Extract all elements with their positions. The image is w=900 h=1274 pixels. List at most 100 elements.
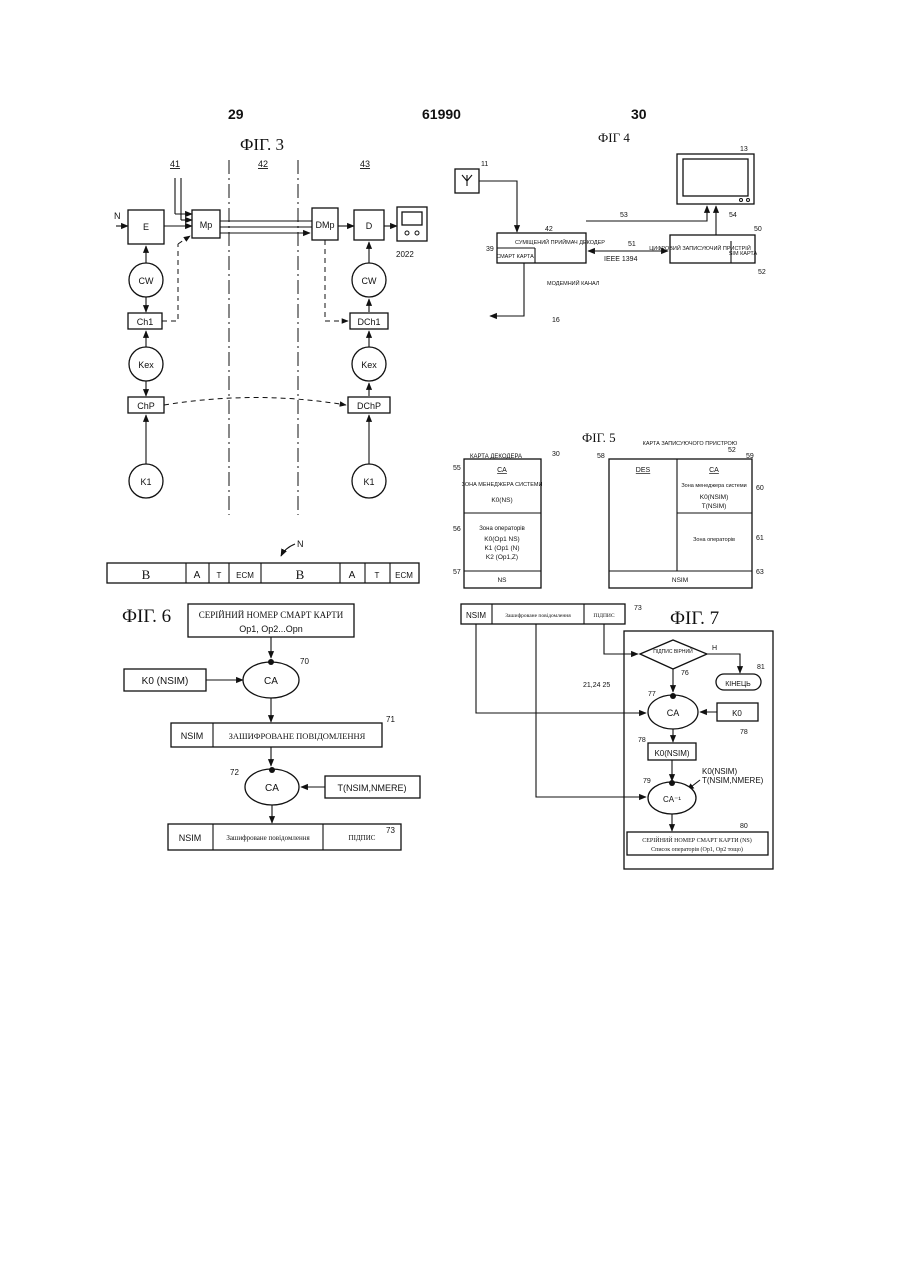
figure-5: ФІГ. 5 КАРТА ДЕКОДЕРА 30 CA ЗОНА МЕНЕДЖЕ… <box>453 430 764 588</box>
stream-cell: A <box>194 570 201 581</box>
sim-card-label: SIM КАРТА <box>729 251 758 257</box>
t-key-label: T(NSIM,NMERE) <box>338 783 407 793</box>
input-dot <box>670 693 676 699</box>
t-key-input: T(NSIM,NMERE) <box>702 776 764 785</box>
k0-nsim-label: K0 (NSIM) <box>142 676 189 687</box>
ecm-dashed-arrow <box>178 236 190 244</box>
recorder-card <box>609 459 752 588</box>
ref-80: 80 <box>740 823 748 830</box>
multiplexer-label: Mp <box>200 220 213 230</box>
ref-79: 79 <box>643 778 651 785</box>
stream-n-label: N <box>297 539 304 549</box>
decoder-card <box>464 459 541 588</box>
ref-59: 59 <box>746 453 754 460</box>
ca-label-1: CA <box>264 676 278 687</box>
decision-label: ПІДПИС ВІРНИЙ <box>653 647 693 655</box>
ieee-link-label: IEEE 1394 <box>604 256 638 263</box>
k1-left-label: K1 <box>140 477 151 487</box>
received-signature: ПІДПИС <box>593 613 614 619</box>
decryptor-label: D <box>366 221 373 231</box>
zone-label-43: 43 <box>360 159 370 169</box>
decoder-card-zone1: ЗОНА МЕНЕДЖЕРА СИСТЕМИ <box>462 482 543 488</box>
figure-3: ФІГ. 3 41 42 43 N E Mp DMp D 2022 <box>114 135 427 515</box>
decoder-card-ns: NS <box>497 577 507 584</box>
received-message-text: Зашифроване повідомлення <box>505 612 571 619</box>
stream-cell: ECM <box>395 571 413 580</box>
ref-71: 71 <box>386 715 395 724</box>
tv-screen <box>683 159 748 196</box>
cw-left-label: CW <box>139 276 154 286</box>
modem-label: МОДЕМНИЙ КАНАЛ <box>547 279 600 287</box>
ca-label-2: CA <box>265 783 279 794</box>
cw-right-label: CW <box>362 276 377 286</box>
figure-7: NSIM Зашифроване повідомлення ПІДПИС 73 … <box>461 604 773 869</box>
recorder-card-heading: КАРТА ЗАПИСУЮЧОГО ПРИСТРОЮ <box>643 441 738 447</box>
input-dot <box>269 767 275 773</box>
recorder-card-key: T(NSIM) <box>702 503 727 510</box>
ref-52b: 52 <box>728 447 736 454</box>
video-arrow <box>586 206 707 221</box>
message-nsim: NSIM <box>181 731 204 741</box>
decoder-card-k0: K0(NS) <box>491 497 512 504</box>
decoder-label: СУМІЩЕНИЙ ПРИЙМАЧ ДЕКОДЕР <box>515 238 605 246</box>
refs-group: 21,24 25 <box>583 682 610 689</box>
ref-78b: 78 <box>638 737 646 744</box>
figure-6: ФІГ. 6 СЕРІЙНИЙ НОМЕР СМАРТ КАРТИ Op1, O… <box>122 604 420 850</box>
ref-57: 57 <box>453 569 461 576</box>
stream-cell: T <box>217 571 222 580</box>
fig7-title: ФІГ. 7 <box>670 608 719 629</box>
signed-nsim: NSIM <box>179 833 202 843</box>
encryptor-label: E <box>143 222 149 232</box>
serial-number-line2: Op1, Op2...Opn <box>239 624 303 634</box>
k0-label: K0 <box>732 709 742 718</box>
tv-screen <box>402 212 422 225</box>
emm-dashed-arc <box>164 398 346 406</box>
fig6-title: ФІГ. 6 <box>122 606 171 627</box>
ref-51: 51 <box>628 241 636 248</box>
result-line2: Список операторів (Op1, Op2 тощо) <box>651 846 743 853</box>
signed-message-text: Зашифроване повідомлення <box>226 834 310 842</box>
page-number-left: 29 <box>228 106 244 122</box>
ref-61: 61 <box>756 535 764 542</box>
decoder-card-key: K0(Op1 NS) <box>484 536 519 543</box>
recorder-card-zone1: Зона менеджера системи <box>681 483 746 489</box>
stream-cell: B <box>142 567 151 582</box>
ref-42: 42 <box>545 226 553 233</box>
ref-76: 76 <box>681 670 689 677</box>
kex-right-label: Kex <box>361 360 377 370</box>
modem-arrow <box>490 263 524 316</box>
ch1-label: Ch1 <box>137 317 154 327</box>
serial-number-line1: СЕРІЙНИЙ НОМЕР СМАРТ КАРТИ <box>199 610 344 620</box>
ref-81: 81 <box>757 664 765 671</box>
stream-cell: A <box>349 570 356 581</box>
ecm-dashed-line <box>325 240 348 321</box>
ref-70: 70 <box>300 657 309 666</box>
input-n-label: N <box>114 211 121 221</box>
ref-39: 39 <box>486 246 494 253</box>
ref-77: 77 <box>648 691 656 698</box>
ref-54: 54 <box>729 212 737 219</box>
smart-card-label: СМАРТ КАРТА <box>496 254 534 260</box>
tv-ref: 2022 <box>396 250 414 259</box>
ref-58: 58 <box>597 453 605 460</box>
ref-55: 55 <box>453 465 461 472</box>
stream-bar <box>107 563 419 583</box>
k0-nsim-label: K0(NSIM) <box>654 749 689 758</box>
recorder-card-des: DES <box>636 467 651 474</box>
stream-cell: ECM <box>236 571 254 580</box>
fig5-title: ФІГ. 5 <box>582 430 616 445</box>
decoder-card-key: K1 (Op1 (N) <box>484 545 519 552</box>
input-dot <box>268 659 274 665</box>
stream-cell: T <box>375 571 380 580</box>
signature-label: ПІДПИС <box>349 834 376 842</box>
ca-inverse-label: CA⁻¹ <box>663 795 681 804</box>
nsim-to-ca-arrow <box>476 624 646 713</box>
k0-nsim-input: K0(NSIM) <box>702 767 737 776</box>
ref-73b: 73 <box>634 605 642 612</box>
ref-50: 50 <box>754 226 762 233</box>
dchp-label: DChP <box>357 401 381 411</box>
ref-53: 53 <box>620 212 628 219</box>
decoder-card-key: K2 (Op1,Z) <box>486 554 518 561</box>
kex-left-label: Kex <box>138 360 154 370</box>
ref-72: 72 <box>230 768 239 777</box>
